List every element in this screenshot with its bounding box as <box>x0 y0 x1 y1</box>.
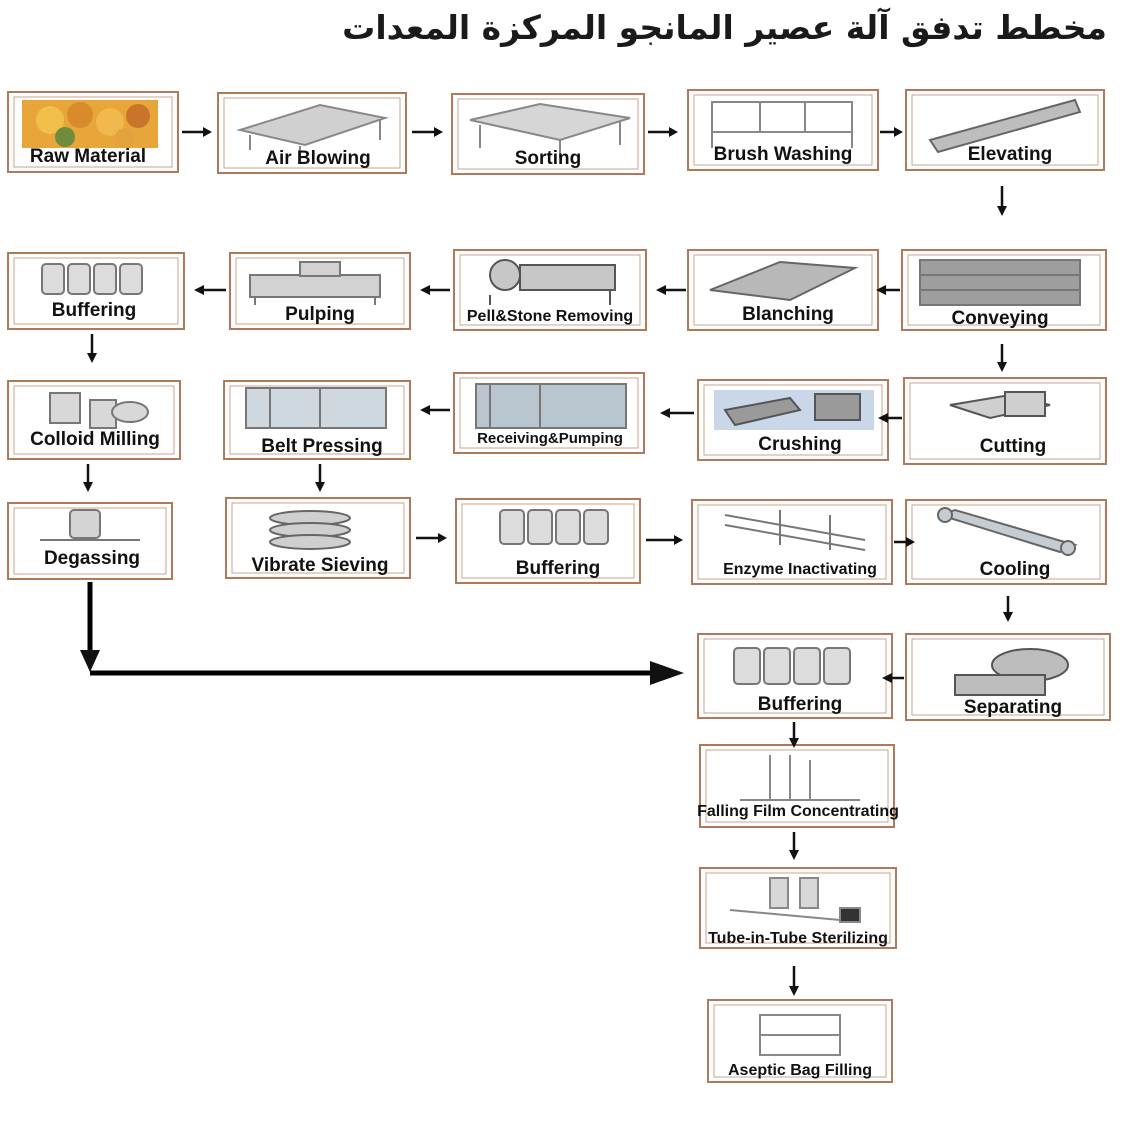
machine-image <box>489 259 616 305</box>
step-label: Pulping <box>285 304 355 325</box>
step-cooling: Cooling <box>905 499 1107 585</box>
step-label: Receiving&Pumping <box>477 430 623 447</box>
step-brush-washing: Brush Washing <box>687 89 879 171</box>
step-air-blowing: Air Blowing <box>217 92 407 174</box>
machine-image <box>919 259 1081 306</box>
step-label: Colloid Milling <box>30 429 160 450</box>
machine-image <box>711 101 853 148</box>
machine-image <box>740 755 860 801</box>
step-receiving-pumping: Receiving&Pumping <box>453 372 645 454</box>
step-cutting: Cutting <box>903 377 1107 465</box>
step-enzyme-inactivating: Enzyme Inactivating <box>691 499 893 585</box>
step-crushing: Crushing <box>697 379 889 461</box>
machine-image <box>949 391 1051 420</box>
step-label: Buffering <box>758 694 842 715</box>
step-label: Aseptic Bag Filling <box>728 1062 872 1079</box>
machine-image <box>269 510 351 550</box>
step-tube-in-tube-sterilizing: Tube-in-Tube Sterilizing <box>699 867 897 949</box>
machine-image <box>40 509 140 541</box>
step-label: Raw Material <box>30 146 146 167</box>
step-label: Belt Pressing <box>261 436 382 457</box>
machine-image <box>954 648 1069 696</box>
machine-image <box>936 507 1078 556</box>
machine-image <box>236 103 389 158</box>
step-vibrate-sieving: Vibrate Sieving <box>225 497 411 579</box>
step-label: Brush Washing <box>714 144 853 165</box>
step-label: Conveying <box>951 308 1048 329</box>
machine-image <box>928 98 1082 154</box>
step-label: Degassing <box>44 548 140 569</box>
machine-image <box>729 877 861 923</box>
step-label: Blanching <box>742 304 834 325</box>
machine-image <box>49 392 149 429</box>
step-conveying: Conveying <box>901 249 1107 331</box>
tanks-image <box>41 263 143 295</box>
step-buffering-3: Buffering <box>697 633 893 719</box>
machine-image <box>475 383 627 429</box>
step-label: Pell&Stone Removing <box>467 308 633 325</box>
step-buffering-1: Buffering <box>7 252 185 330</box>
step-label: Buffering <box>52 300 136 321</box>
step-pulping: Pulping <box>229 252 411 330</box>
step-label: Separating <box>964 697 1062 718</box>
step-label: Sorting <box>515 148 582 169</box>
machine-image <box>245 387 387 429</box>
step-sorting: Sorting <box>451 93 645 175</box>
step-blanching: Blanching <box>687 249 879 331</box>
step-label: Tube-in-Tube Sterilizing <box>708 930 888 947</box>
step-belt-pressing: Belt Pressing <box>223 380 411 460</box>
step-separating: Separating <box>905 633 1111 721</box>
step-label: Air Blowing <box>265 148 371 169</box>
step-buffering-2: Buffering <box>455 498 641 584</box>
step-label: Vibrate Sieving <box>252 555 389 576</box>
flow-arrows <box>80 127 1013 996</box>
step-label: Enzyme Inactivating <box>723 561 877 578</box>
step-label: Buffering <box>516 558 600 579</box>
step-degassing: Degassing <box>7 502 173 580</box>
step-raw-material: Raw Material <box>7 91 179 173</box>
step-aseptic-bag-filling: Aseptic Bag Filling <box>707 999 893 1083</box>
step-colloid-milling: Colloid Milling <box>7 380 181 460</box>
tanks-image <box>733 647 851 685</box>
step-label: Crushing <box>758 434 841 455</box>
tanks-image <box>499 509 609 545</box>
machine-image <box>709 260 859 302</box>
machine-image <box>724 510 866 551</box>
step-label: Falling Film Concentrating <box>697 803 899 820</box>
step-label: Elevating <box>968 144 1052 165</box>
machine-image <box>759 1014 841 1056</box>
machine-image <box>249 261 381 305</box>
step-elevating: Elevating <box>905 89 1105 171</box>
machine-image <box>469 102 631 158</box>
step-pell-stone-removing: Pell&Stone Removing <box>453 249 647 331</box>
page-title: مخطط تدفق آلة عصير المانجو المركزة المعد… <box>342 8 1107 47</box>
step-label: Cutting <box>980 436 1046 457</box>
step-label: Cooling <box>980 559 1051 580</box>
step-falling-film-concentrating: Falling Film Concentrating <box>697 744 899 828</box>
